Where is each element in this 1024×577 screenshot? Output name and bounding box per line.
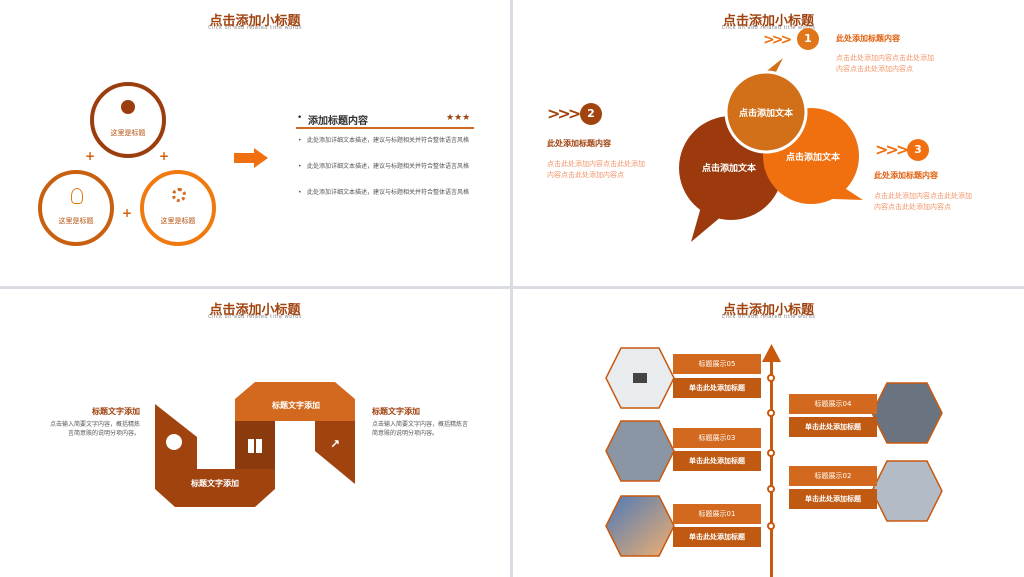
bullet-text: 此处添加详细文本描述，建议与标题相关并符合整体语言风格	[307, 163, 470, 170]
chevrons-icon: >>>	[547, 104, 581, 123]
panel-title: 添加标题内容	[308, 116, 368, 127]
timeline-dot	[767, 485, 775, 493]
bullet-text: 此处添加详细文本描述，建议与标题相关并符合整体语言风格	[307, 137, 470, 144]
bullet-item: • 此处添加详细文本描述，建议与标题相关并符合整体语言风格	[298, 163, 474, 171]
entry-button-04[interactable]: 单击此处添加标题	[789, 417, 877, 437]
photo-meeting-hexagon	[605, 420, 675, 482]
ribbon-top-band	[235, 382, 355, 421]
photo-team-hexagon	[871, 382, 943, 444]
bullet-text: 此处添加详细文本描述，建议与标题相关并符合整体语言风格	[307, 189, 470, 196]
trend-icon: ↗	[330, 437, 341, 451]
photo-office-hexagon	[605, 347, 675, 409]
ribbon-bottom-band	[155, 469, 275, 507]
slide-3[interactable]: 点击添加小标题 Click on add related title words…	[0, 289, 510, 577]
timeline-dot	[767, 449, 775, 457]
timeline-dot	[767, 409, 775, 417]
left-text: 点击输入简要文字内容，概括精炼言简意赅的说明分项内容。	[50, 421, 141, 437]
number-badge-1: 1	[797, 28, 819, 50]
item-2-title: 此处添加标题内容	[547, 139, 611, 148]
arrow-up-icon	[762, 344, 781, 362]
stars-rating: ★★★	[446, 113, 471, 123]
slide-title: 点击添加小标题	[722, 14, 814, 29]
bullet-item: • 此处添加详细文本描述，建议与标题相关并符合整体语言风格	[298, 137, 474, 145]
item-2-text: 点击此处添加内容点击此处添加内容点击此处添加内容点	[547, 160, 645, 179]
slide-title: 点击添加小标题	[209, 303, 301, 318]
lightbulb-icon	[71, 188, 83, 204]
entry-button-05[interactable]: 单击此处添加标题	[673, 378, 761, 398]
item-3-text: 点击此处添加内容点击此处添加内容点击此处添加内容点	[874, 192, 972, 211]
left-heading: 标题文字添加	[92, 407, 140, 416]
chevrons-icon: >>>	[875, 140, 909, 159]
entry-label-04: 标题展示04	[789, 394, 877, 414]
slide-2[interactable]: 点击添加小标题 Click on add related title words…	[513, 0, 1024, 286]
slide-subtitle: Click on add related title words	[208, 314, 302, 320]
slide-title: 点击添加小标题	[722, 303, 814, 318]
timeline-axis	[770, 359, 773, 577]
bubble-top	[724, 70, 808, 154]
circle-top: 这里是标题	[90, 82, 166, 158]
speech-bubbles-diagram	[679, 58, 863, 242]
circle-label: 这里是标题	[160, 217, 196, 225]
bubble-left-label: 点击添加文本	[701, 164, 756, 174]
timeline-dot	[767, 522, 775, 530]
chart-icon	[121, 100, 135, 114]
plus-icon: +	[122, 206, 133, 220]
right-text: 点击输入简要文字内容，概括精炼言简意赅的说明分项内容。	[372, 421, 469, 437]
pie-chart-icon	[166, 434, 182, 450]
slide-4[interactable]: 点击添加小标题 Click on add related title words…	[513, 289, 1024, 577]
plus-icon: +	[85, 149, 96, 163]
panel-bullet-dot: •	[297, 113, 303, 123]
entry-label-02: 标题展示02	[789, 466, 877, 486]
slide-1[interactable]: 点击添加小标题 Click on add related title words…	[0, 0, 510, 286]
circle-label: 这里是标题	[110, 129, 146, 137]
photo-business-people-hexagon	[871, 460, 943, 522]
entry-button-02[interactable]: 单击此处添加标题	[789, 489, 877, 509]
item-1-text: 点击此处添加内容点击此处添加内容点击此处添加内容点	[836, 54, 934, 73]
bubble-right-label: 点击添加文本	[785, 153, 840, 163]
circle-label: 这里是标题	[58, 217, 94, 225]
chevrons-icon: >>>	[763, 32, 792, 48]
slide-subtitle: Click on add related title words	[721, 25, 816, 31]
bubble-top-label: 点击添加文本	[738, 109, 793, 119]
plus-icon: +	[159, 149, 170, 163]
entry-button-03[interactable]: 单击此处添加标题	[673, 451, 761, 471]
item-3-title: 此处添加标题内容	[874, 171, 938, 180]
arrow-right-icon	[234, 148, 268, 168]
ribbon-top-label: 标题文字添加	[272, 401, 320, 410]
circle-right: 这里是标题	[140, 170, 216, 246]
item-1-title: 此处添加标题内容	[836, 34, 900, 43]
circle-left: 这里是标题	[38, 170, 114, 246]
ribbon-right-arm	[315, 421, 355, 484]
ribbon-bottom-label: 标题文字添加	[191, 479, 239, 488]
entry-button-01[interactable]: 单击此处添加标题	[673, 527, 761, 547]
bullet-item: • 此处添加详细文本描述，建议与标题相关并符合整体语言风格	[298, 189, 474, 197]
number-badge-3: 3	[907, 139, 929, 161]
windows-icon	[248, 439, 262, 453]
entry-label-03: 标题展示03	[673, 428, 761, 448]
panel-divider	[296, 127, 474, 129]
timeline-dot	[767, 374, 775, 382]
right-heading: 标题文字添加	[372, 407, 420, 416]
slide-subtitle: Click on add related title words	[721, 314, 816, 320]
entry-label-01: 标题展示01	[673, 504, 761, 524]
slide-title: 点击添加小标题	[209, 14, 301, 29]
number-badge-2: 2	[580, 103, 602, 125]
photo-building-hexagon	[605, 495, 675, 557]
entry-label-05: 标题展示05	[673, 354, 761, 374]
gear-icon	[172, 188, 186, 202]
slide-subtitle: Click on add related title words	[208, 25, 302, 31]
